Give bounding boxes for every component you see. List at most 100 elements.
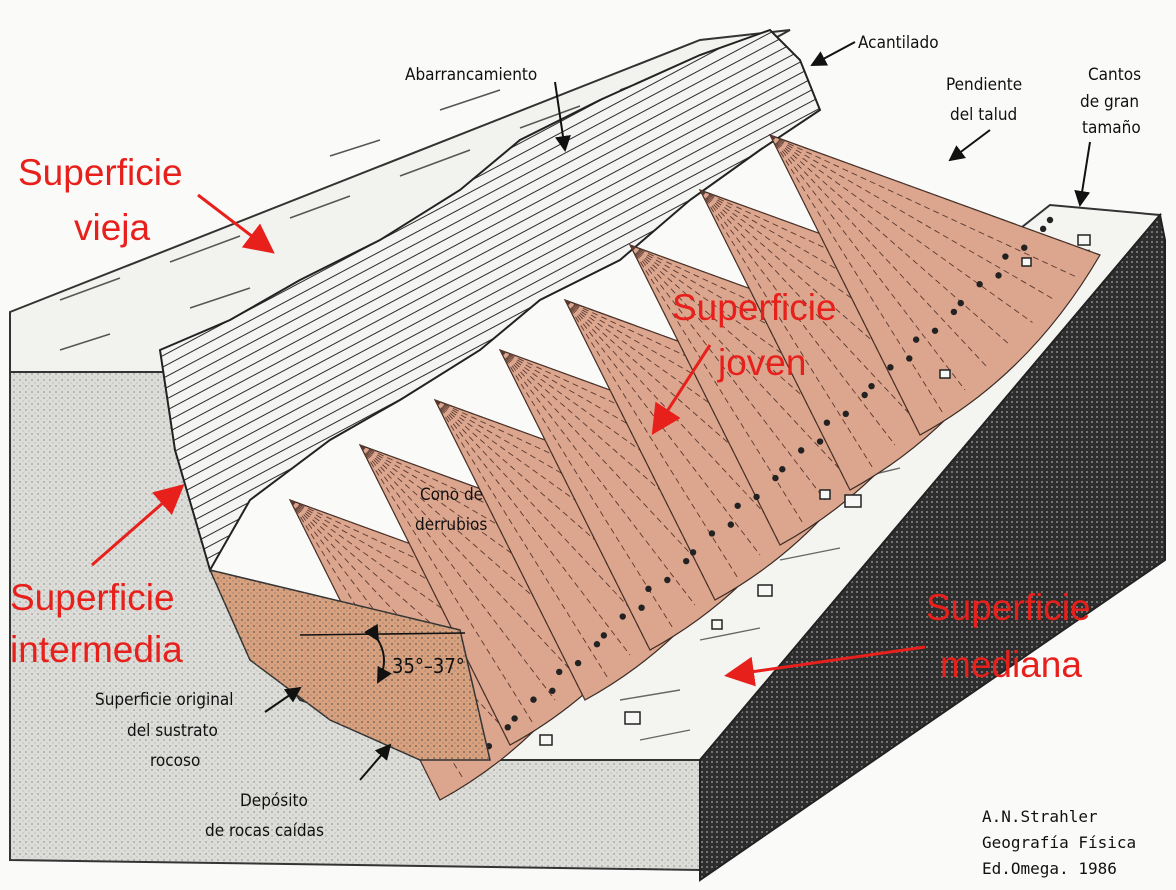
cone-streak xyxy=(769,134,966,391)
cone-streak xyxy=(359,444,533,723)
cone-streak xyxy=(769,134,1101,256)
cone-streak xyxy=(499,349,718,583)
label-original-2: del sustrato xyxy=(127,721,218,741)
cone-streak xyxy=(359,444,556,701)
label-pendiente-1: Pendiente xyxy=(946,75,1022,95)
cone-streak xyxy=(499,349,673,628)
pebble xyxy=(574,659,582,667)
cone-streak xyxy=(564,299,738,578)
label-angle: 35°–37° xyxy=(392,654,465,678)
annotation-intermedia-1: Superficie xyxy=(10,577,175,618)
pebble xyxy=(638,604,645,611)
pebble xyxy=(689,549,697,556)
pebble xyxy=(842,410,849,418)
pebble xyxy=(549,687,556,694)
pebble xyxy=(772,474,779,482)
pebble xyxy=(797,447,805,454)
cone-streak xyxy=(769,134,1011,346)
pebble xyxy=(957,299,964,307)
pebble xyxy=(753,493,760,501)
pebble xyxy=(931,327,939,334)
cone-streak xyxy=(434,399,608,678)
pebble xyxy=(504,724,511,731)
cone-streak xyxy=(699,189,918,423)
label-deposito-1: Depósito xyxy=(240,791,308,811)
cone-streak xyxy=(769,134,1056,301)
cone-streak xyxy=(629,244,781,546)
cone-streak xyxy=(769,134,921,436)
cone-streak xyxy=(769,134,943,413)
pebble xyxy=(816,438,824,445)
label-cono-1: Cono de xyxy=(420,485,483,505)
label-pendiente-2: del talud xyxy=(950,105,1017,125)
cone-streak xyxy=(434,399,698,588)
pebble xyxy=(912,336,920,343)
cone-streak xyxy=(769,134,988,368)
cone-streak xyxy=(699,189,896,446)
cone-streak xyxy=(359,444,578,678)
label-original-3: rocoso xyxy=(150,751,200,771)
label-leaders xyxy=(264,41,1091,781)
pebble xyxy=(708,530,716,537)
cone-streak xyxy=(629,244,826,501)
pebble xyxy=(593,641,601,648)
label-deposito-2: de rocas caídas xyxy=(205,821,324,841)
credit-book: Geografía Física xyxy=(982,833,1136,852)
pebble xyxy=(950,308,958,316)
talus-cone xyxy=(768,133,1101,436)
cone-streak xyxy=(769,134,1033,323)
credit-publisher: Ed.Omega. 1986 xyxy=(982,859,1117,878)
pebble xyxy=(683,557,690,565)
pebble xyxy=(1021,244,1028,251)
pebble xyxy=(887,364,894,371)
label-cantos-3: tamaño xyxy=(1082,118,1141,138)
annotation-arrows xyxy=(91,193,926,687)
annotation-joven-1: Superficie xyxy=(672,287,837,328)
label-original-1: Superficie original xyxy=(95,690,234,710)
pebble xyxy=(600,632,608,639)
cone-streak xyxy=(769,134,1078,278)
pebble xyxy=(619,613,626,620)
boulders xyxy=(539,234,1091,746)
pebble xyxy=(1039,225,1047,233)
pebble xyxy=(734,502,741,509)
pebble xyxy=(556,668,563,676)
label-cono-2: derrubios xyxy=(415,515,487,535)
pebble xyxy=(511,715,518,722)
annotation-vieja-1: Superficie xyxy=(18,152,183,193)
label-cantos-2: de gran xyxy=(1080,92,1139,112)
pebble xyxy=(906,355,913,362)
annotation-mediana-2: mediana xyxy=(940,644,1082,685)
cone-streak xyxy=(289,499,553,688)
cone-streak xyxy=(359,444,623,633)
pebble xyxy=(823,419,831,426)
credit-author: A.N.Strahler xyxy=(982,807,1098,826)
cone-streak xyxy=(499,349,651,651)
pebble xyxy=(1046,216,1054,224)
label-acantilado: Acantilado xyxy=(858,33,939,53)
cone-streak xyxy=(359,444,511,746)
cone-streak xyxy=(434,399,586,701)
cone-streak xyxy=(699,189,851,491)
pebble xyxy=(976,281,983,288)
pebble xyxy=(1002,253,1009,260)
label-abarrancamiento: Abarrancamiento xyxy=(405,65,537,85)
cone-streak xyxy=(699,189,873,468)
annotation-intermedia-2: intermedia xyxy=(10,629,183,670)
cone-streak xyxy=(564,299,716,601)
cone-streak xyxy=(499,349,696,606)
block-side xyxy=(699,212,1166,882)
annotation-joven-2: joven xyxy=(717,342,806,383)
pebble xyxy=(530,696,537,703)
cone-streak xyxy=(434,399,631,656)
pebble xyxy=(779,466,786,473)
cone-streak xyxy=(564,299,783,533)
angle-arc xyxy=(363,623,392,684)
cliff xyxy=(158,28,822,573)
annotation-mediana-1: Superficie xyxy=(926,587,1091,628)
cone-streak xyxy=(499,349,763,538)
pebble xyxy=(861,391,868,399)
annotation-vieja-2: vieja xyxy=(74,207,151,248)
cone-streak xyxy=(289,499,441,801)
